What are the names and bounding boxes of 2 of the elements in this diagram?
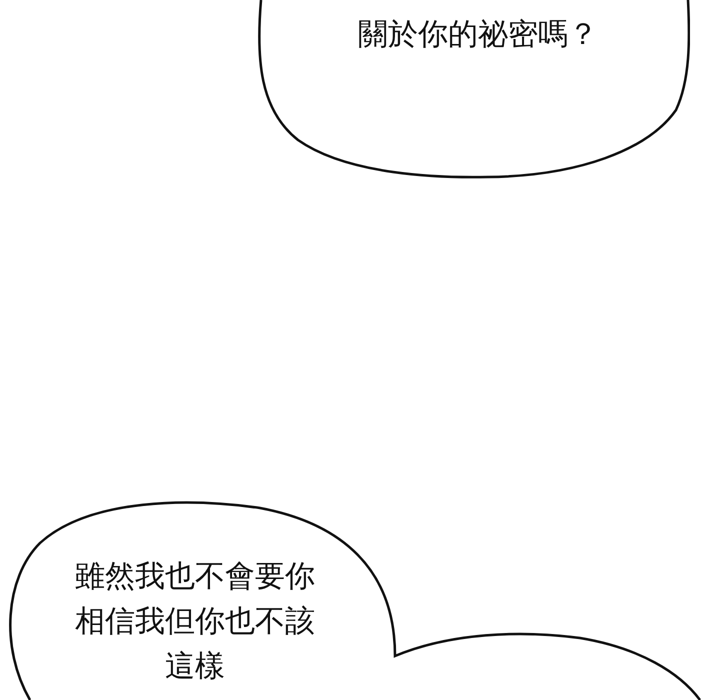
- speech-text: 雖然我也不會要你相信我但你也不該這樣: [74, 558, 316, 686]
- speech-text: 關於你的祕密嗎？: [357, 16, 599, 54]
